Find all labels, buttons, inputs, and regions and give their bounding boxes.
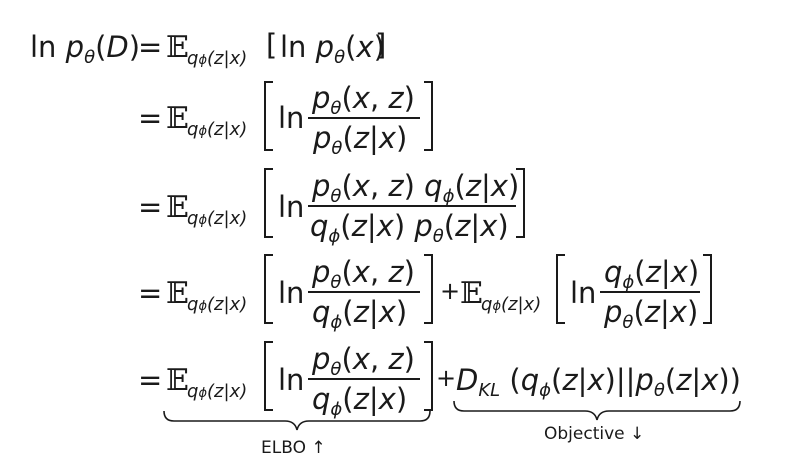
ln-operator: ln — [278, 363, 305, 397]
expectation-operator: 𝔼 — [460, 276, 483, 311]
bracket-right — [424, 254, 433, 324]
bracket-right: ] — [375, 28, 387, 62]
bracket-left — [264, 254, 273, 324]
fraction-bar — [308, 291, 420, 293]
bracket-left — [264, 81, 273, 151]
denominator-p-theta-z-given-x: pθ(z|x) — [604, 295, 699, 333]
denominator-q-phi-p-theta: qϕ(z|x) pθ(z|x) — [310, 209, 509, 247]
elbo-label: ELBO ↑ — [261, 438, 326, 458]
bracket-right — [424, 341, 433, 411]
equals-sign: = — [138, 101, 163, 135]
objective-underbrace — [453, 400, 741, 421]
bracket-left — [264, 341, 273, 411]
plus-sign: + — [440, 277, 461, 305]
ln-operator: ln — [278, 190, 305, 224]
fraction-bar — [308, 205, 516, 207]
ln-p-theta-x: ln pθ(x) — [280, 30, 385, 68]
expectation-subscript: qϕ(z|x) — [187, 294, 248, 315]
fraction-bar — [308, 117, 420, 119]
ln-operator: ln — [278, 101, 305, 135]
numerator-p-theta-xz: pθ(x, z) — [312, 342, 415, 380]
ln-operator: ln — [278, 276, 305, 310]
expectation-operator: 𝔼 — [166, 276, 189, 311]
fraction-bar — [308, 378, 420, 380]
expectation-operator: 𝔼 — [166, 363, 189, 398]
ln-operator: ln — [570, 276, 597, 310]
numerator-p-theta-xz: pθ(x, z) — [312, 81, 415, 119]
equals-sign: = — [138, 30, 163, 64]
denominator-q-phi: qϕ(z|x) — [312, 295, 408, 333]
bracket-left — [264, 168, 273, 238]
equals-sign: = — [138, 276, 163, 310]
expectation-subscript: qϕ(z|x) — [187, 119, 248, 140]
expectation-operator: 𝔼 — [166, 30, 189, 65]
fraction-bar — [600, 291, 700, 293]
expectation-operator: 𝔼 — [166, 190, 189, 225]
bracket-right — [703, 254, 712, 324]
expectation-subscript: qϕ(z|x) — [187, 208, 248, 229]
expectation-subscript: qϕ(z|x) — [187, 381, 248, 402]
expectation-subscript: qϕ(z|x) — [187, 48, 248, 69]
denominator-p-theta-z-given-x: pθ(z|x) — [313, 121, 408, 159]
numerator-q-phi: qϕ(z|x) — [604, 255, 700, 293]
bracket-left — [556, 254, 565, 324]
bracket-right — [424, 81, 433, 151]
denominator-q-phi: qϕ(z|x) — [312, 382, 408, 420]
elbo-underbrace — [163, 410, 431, 431]
equals-sign: = — [138, 363, 163, 397]
bracket-left: [ — [266, 28, 278, 62]
objective-label: Objective ↓ — [544, 424, 645, 444]
lhs-ln-p-theta-d: ln pθ(D) — [30, 30, 141, 68]
kl-divergence-term: DKL (qϕ(z|x)||pθ(z|x)) — [456, 363, 741, 401]
expectation-subscript: qϕ(z|x) — [481, 294, 542, 315]
numerator-p-theta-xz: pθ(x, z) — [312, 255, 415, 293]
equals-sign: = — [138, 190, 163, 224]
expectation-operator: 𝔼 — [166, 101, 189, 136]
plus-sign: + — [436, 364, 457, 392]
bracket-right — [516, 168, 525, 238]
numerator-p-theta-xz-q-phi: pθ(x, z) qϕ(z|x) — [312, 169, 520, 207]
